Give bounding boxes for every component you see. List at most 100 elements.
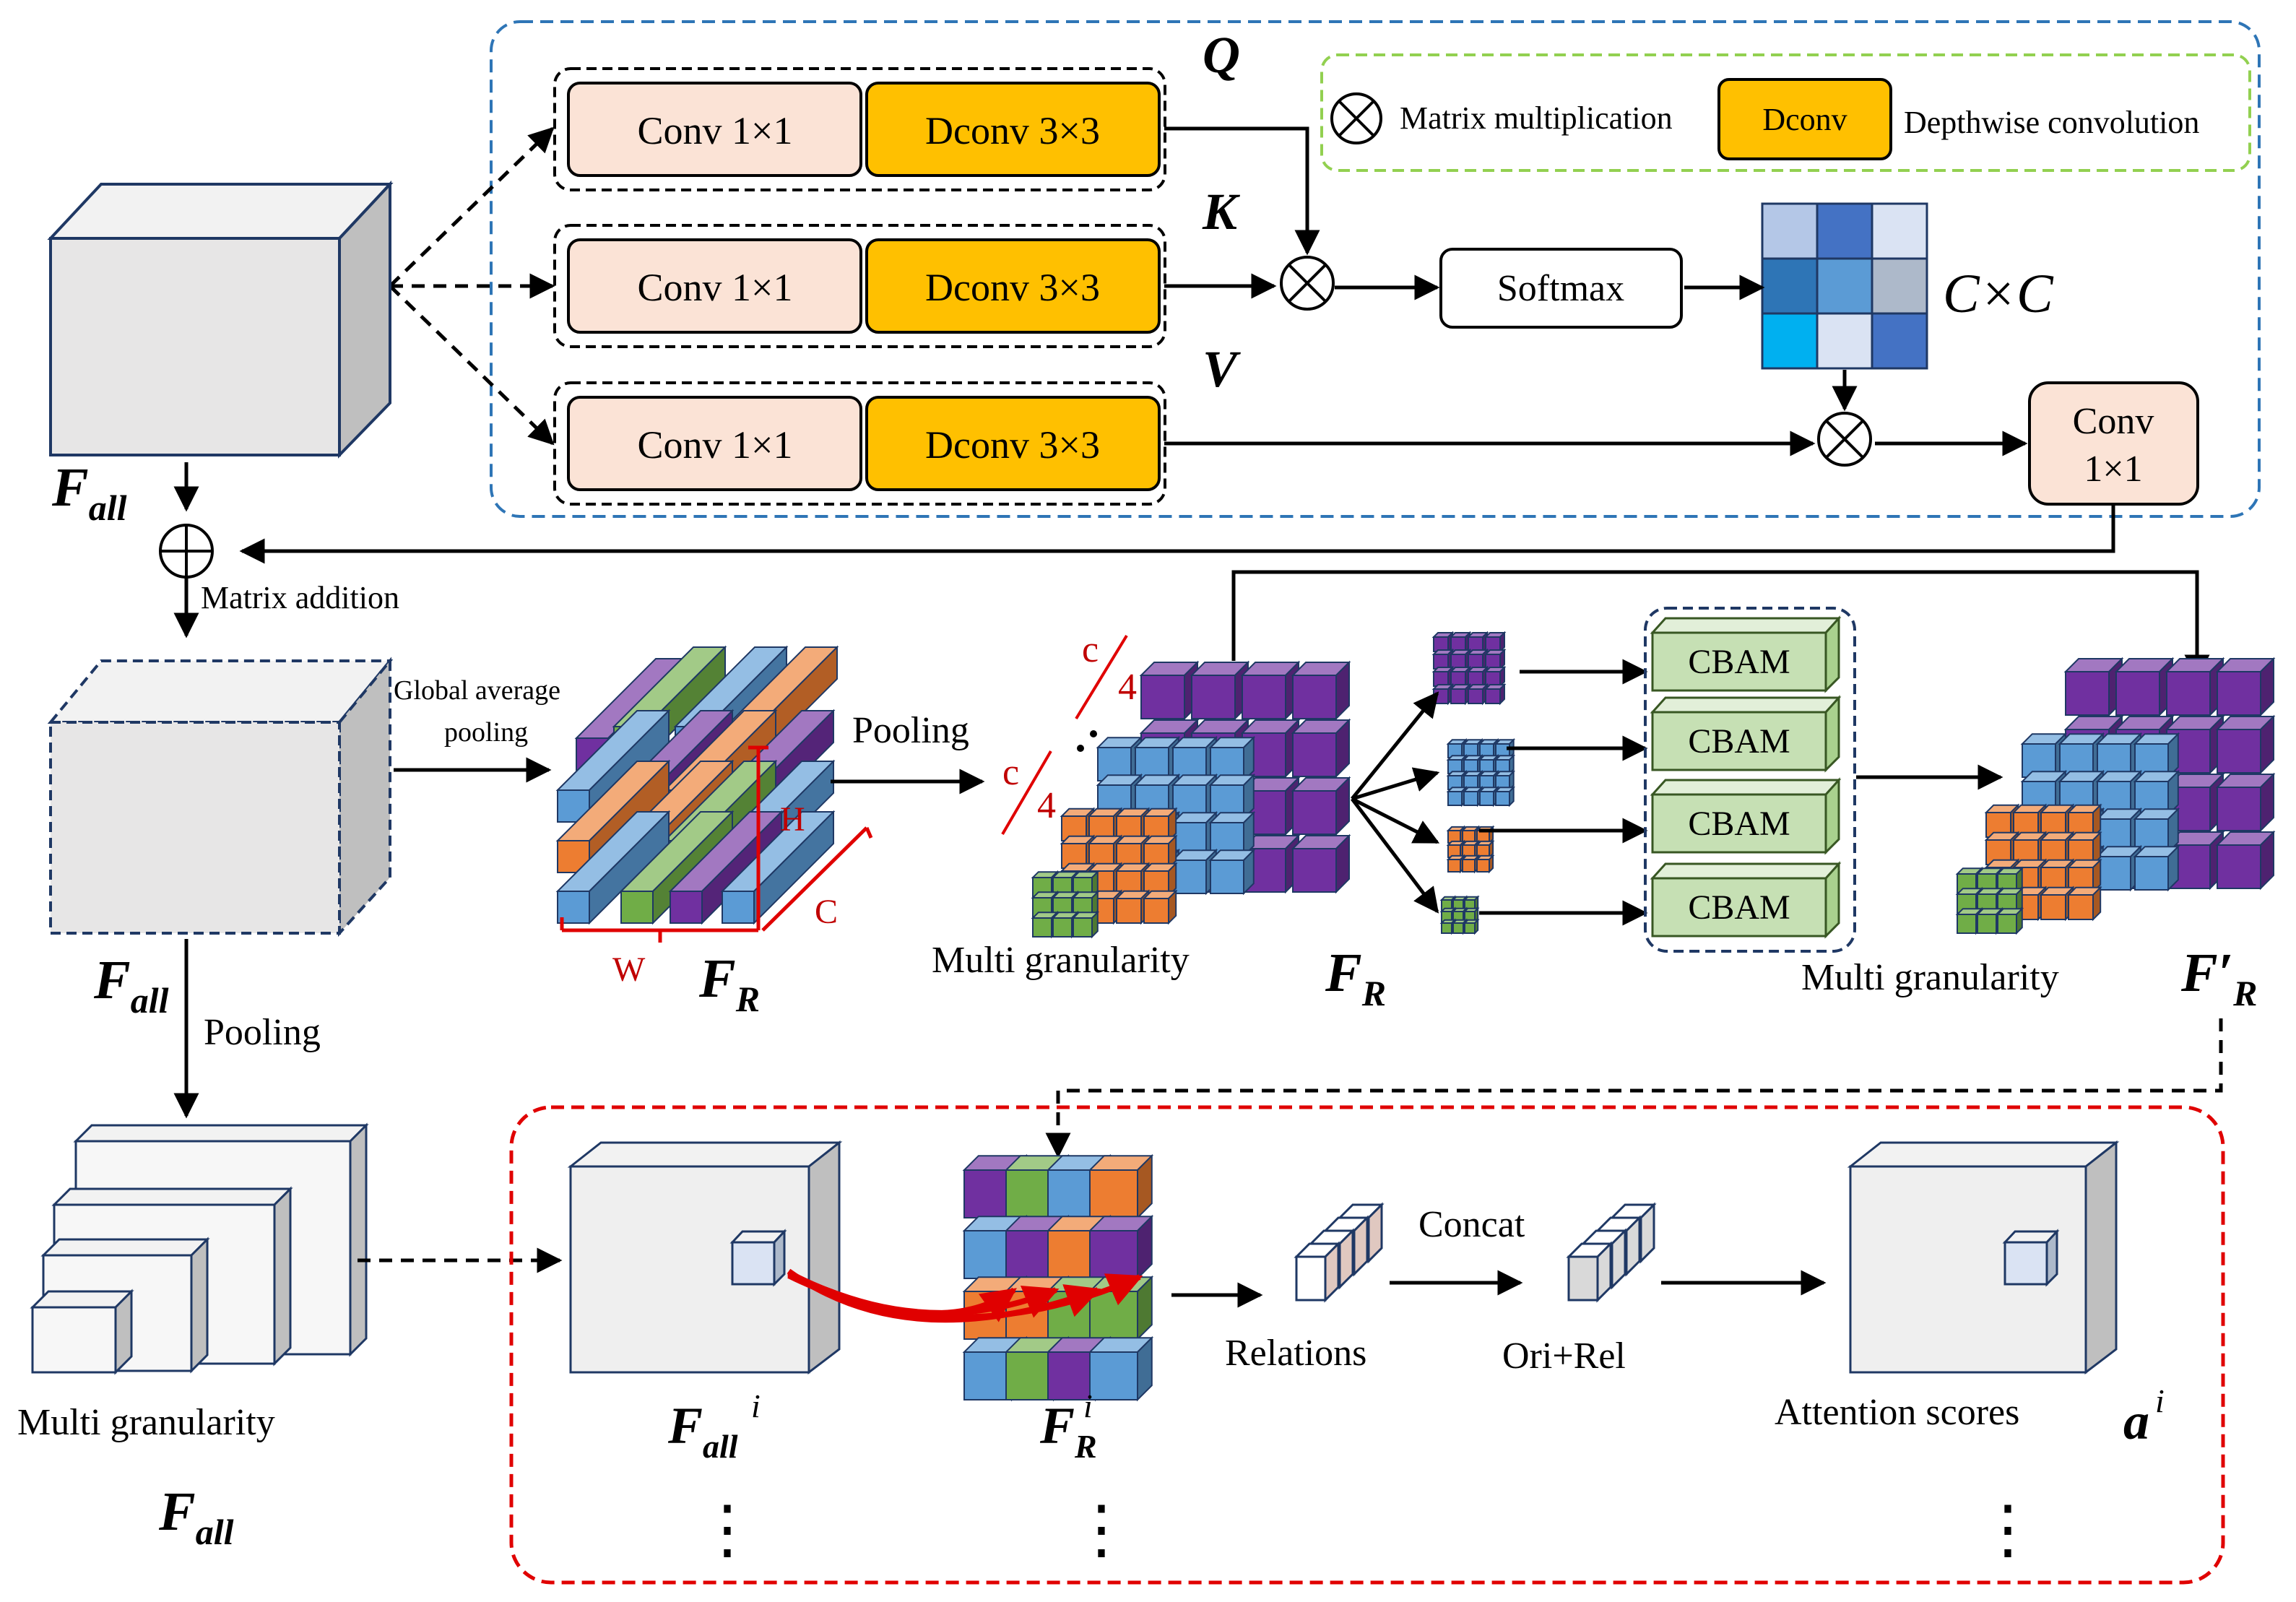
- small-orange-cube: [1460, 854, 1481, 874]
- blue-cube: [2095, 844, 2143, 892]
- blue-cube: [1208, 810, 1256, 858]
- heatmap-cell: [1871, 257, 1928, 315]
- relation-region: [509, 1105, 2225, 1585]
- small-purple-cube: [1483, 648, 1507, 671]
- dconv-box: [865, 82, 1161, 177]
- small-purple-cube: [1466, 683, 1489, 706]
- blue-cube: [1208, 848, 1256, 896]
- f-all-cube-mid: [47, 657, 394, 938]
- green-cube: [1996, 886, 2024, 915]
- f-all-label-1: Fall: [51, 457, 127, 528]
- f-r-label-2: FR: [1325, 943, 1386, 1013]
- small-blue-cube: [1478, 785, 1500, 808]
- orange-cube: [2066, 886, 2102, 922]
- f-all-cube-top: [47, 180, 394, 459]
- conv-label: Conv 1×1: [638, 266, 793, 309]
- a-i-sup: i: [2155, 1382, 2165, 1419]
- small-orange-cube: [1460, 825, 1481, 845]
- small-purple-cube: [1466, 665, 1489, 688]
- fri-cube: [1088, 1214, 1154, 1281]
- purple-cube: [2165, 657, 2225, 717]
- purple-cube: [1139, 660, 1200, 721]
- blue-cube: [2095, 732, 2143, 779]
- dconv-label: Dconv 3×3: [925, 266, 1100, 309]
- attention-scores-panel: [1847, 1140, 2120, 1375]
- legend-matmul-label: Matrix multiplication: [1400, 100, 1673, 136]
- small-orange-cube: [1475, 839, 1495, 860]
- f-r-bar: [555, 810, 671, 925]
- cbam-group: [1644, 607, 1856, 953]
- small-purple-cube: [1483, 665, 1507, 688]
- fri-cube: [1088, 1153, 1154, 1220]
- heatmap-cell: [1816, 257, 1873, 315]
- blue-cube: [2095, 807, 2143, 854]
- legend-dconv-label: Depthwise convolution: [1904, 105, 2199, 140]
- relations-label: Relations: [1225, 1333, 1366, 1374]
- small-purple-cube: [1466, 631, 1489, 654]
- qkv-letter: V: [1203, 340, 1241, 398]
- conv-out-box: [2028, 381, 2199, 506]
- dim-w-label: W: [612, 951, 646, 989]
- blue-cube: [2133, 807, 2180, 854]
- small-purple-cube: [1449, 631, 1472, 654]
- otimes-v-icon: [1817, 412, 1872, 467]
- conv-label: Conv 1×1: [638, 109, 793, 152]
- relations-cubes: [1294, 1202, 1385, 1303]
- ori-rel-label: Ori+Rel: [1502, 1335, 1626, 1377]
- small-blue-cube: [1478, 753, 1500, 776]
- small-green-cube: [1463, 918, 1480, 935]
- skip-arrow: [1231, 570, 2210, 680]
- blue-cube: [2133, 769, 2180, 817]
- purple-cube: [2114, 657, 2175, 717]
- small-purple-cube: [1431, 665, 1455, 688]
- small-orange-cube: [1446, 854, 1466, 874]
- qkv-row-frame: [553, 224, 1166, 348]
- heatmap-cell: [1816, 202, 1873, 260]
- f-all-label-2: Fall: [93, 950, 169, 1021]
- small-orange-cube: [1446, 839, 1466, 860]
- conv-to-add-arrow: [239, 506, 2115, 564]
- blue-cube: [1171, 735, 1218, 783]
- small-blue-cube: [1462, 737, 1484, 760]
- green-cube: [1031, 910, 1060, 939]
- blue-cube: [2133, 732, 2180, 779]
- small-purple-cube: [1431, 631, 1455, 654]
- concat-label: Concat: [1418, 1204, 1525, 1245]
- cxc-label: C×C: [1943, 264, 2054, 324]
- small-blue-cube: [1478, 769, 1500, 792]
- blue-cube: [1208, 773, 1256, 821]
- heatmap-cell: [1871, 202, 1928, 260]
- pooling-label-2: Pooling: [852, 710, 969, 751]
- f-r-label-1: FR: [698, 948, 760, 1019]
- small-blue-cube: [1462, 769, 1484, 792]
- heatmap-cell: [1871, 312, 1928, 370]
- relation-arrows: [787, 1268, 1143, 1323]
- blue-cube: [1171, 810, 1218, 858]
- small-blue-cube: [1494, 785, 1516, 808]
- orange-cube: [1142, 862, 1178, 898]
- small-purple-cube: [1466, 648, 1489, 671]
- small-blue-cube: [1446, 753, 1468, 776]
- f-all-i-panel: [567, 1140, 843, 1375]
- small-orange-cube: [1460, 839, 1481, 860]
- blue-cube: [1096, 735, 1143, 783]
- a-i-label: a: [2123, 1393, 2149, 1450]
- purple-cube: [2215, 714, 2276, 775]
- dots-2: ⋮: [1069, 1494, 1134, 1566]
- f-all-label-3: Fall: [158, 1481, 234, 1552]
- f-r-i-sup: i: [1083, 1387, 1093, 1424]
- heatmap-cell: [1816, 312, 1873, 370]
- green-cube: [1996, 906, 2024, 935]
- cbam-label: CBAM: [1688, 722, 1790, 761]
- dots-1: ⋮: [695, 1494, 760, 1566]
- pooling-label-1: Pooling: [204, 1012, 321, 1053]
- purple-cube: [2215, 657, 2276, 717]
- blue-cube: [1171, 773, 1218, 821]
- attention-scores-label: Attention scores: [1775, 1392, 2019, 1433]
- purple-cube: [2215, 830, 2276, 891]
- blue-cube: [2058, 732, 2105, 779]
- conv-out-line2: 1×1: [2084, 449, 2142, 490]
